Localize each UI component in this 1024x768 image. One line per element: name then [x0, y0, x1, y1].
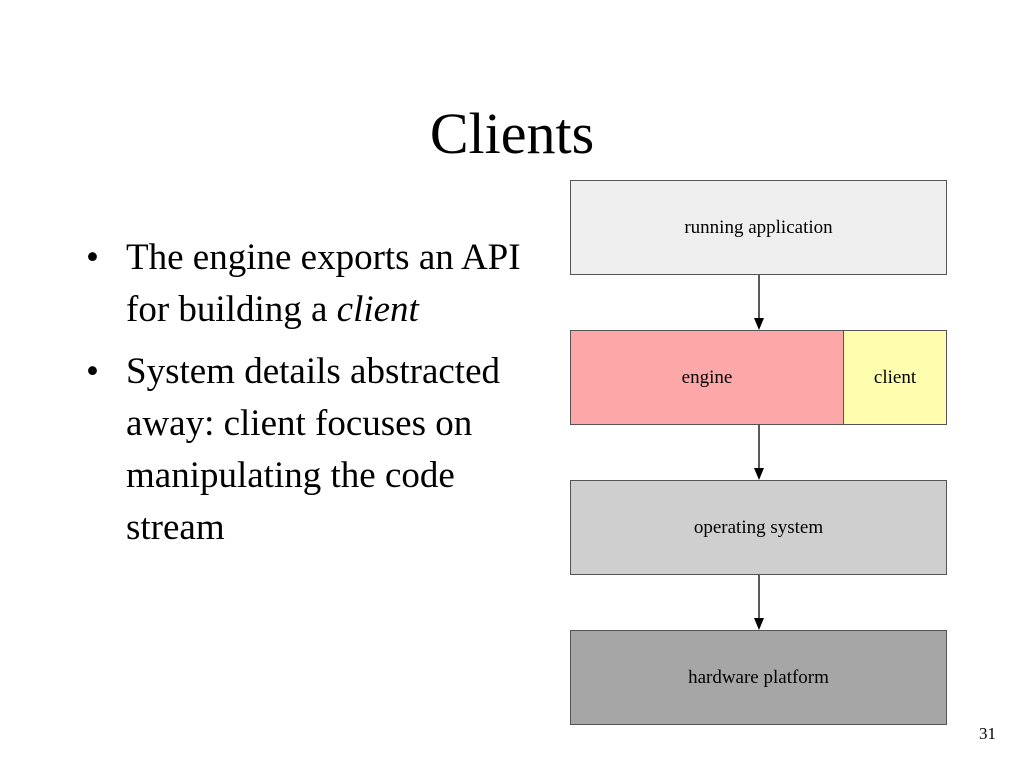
client-box: client: [843, 330, 947, 425]
hardware-platform-box: hardware platform: [570, 630, 947, 725]
operating-system-box: operating system: [570, 480, 947, 575]
slide-title: Clients: [429, 101, 595, 166]
bullet-dot-icon: •: [86, 237, 99, 278]
page-number: 31: [979, 724, 996, 743]
arrow-down-icon: [754, 275, 764, 330]
bullet-emphasis: client: [336, 289, 419, 330]
bullet-item-engine-api: • The engine exports an API for building…: [86, 232, 536, 336]
arrow-down-icon: [754, 575, 764, 630]
bullet-text: System details abstracted away: client f…: [126, 351, 501, 548]
bullet-list: • The engine exports an API for building…: [86, 232, 536, 564]
arrow-down-icon: [754, 425, 764, 480]
bullet-item-system-details: • System details abstracted away: client…: [86, 346, 536, 554]
operating-system-label: operating system: [693, 516, 824, 538]
engine-box: engine: [570, 330, 844, 425]
running-application-box: running application: [570, 180, 947, 275]
hardware-platform-label: hardware platform: [688, 666, 829, 688]
engine-label: engine: [681, 366, 733, 388]
running-application-label: running application: [684, 216, 833, 238]
bullet-dot-icon: •: [86, 351, 99, 392]
bullet-text: The engine exports an API for building a: [126, 237, 521, 330]
client-label: client: [873, 366, 917, 388]
